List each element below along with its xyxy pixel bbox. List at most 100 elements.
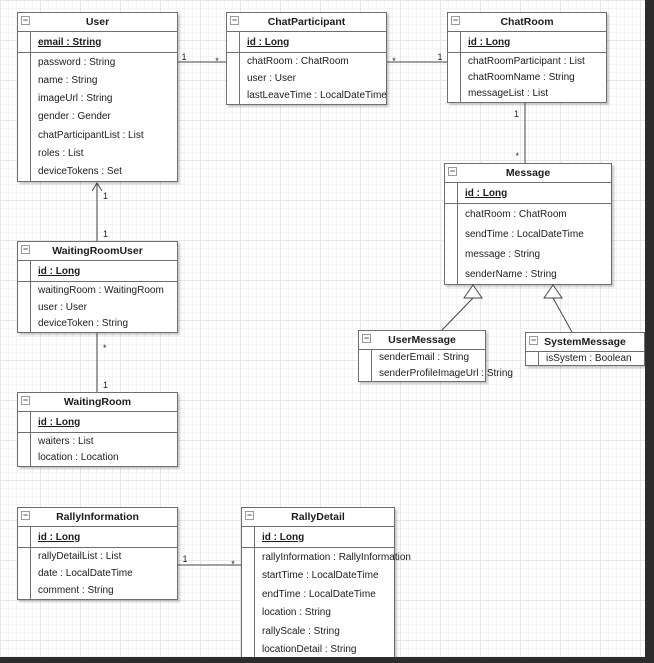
attribute-row[interactable]: rallyInformation : RallyInformation [262,551,411,563]
multiplicity-label[interactable]: * [231,559,235,569]
class-name: ChatRoom [500,16,554,28]
primary-key-row[interactable]: id : Long [448,32,606,53]
class-name: Message [505,167,551,179]
class-title-bar: −UserMessage [359,331,485,350]
connection-waitingroomuser-waitingroom[interactable]: *1 [96,333,108,392]
multiplicity-label[interactable]: * [515,151,519,161]
connection-line[interactable] [552,297,573,333]
attribute-row[interactable]: waitingRoom : WaitingRoom [38,284,164,296]
attribute-row[interactable]: name : String [38,74,98,86]
attribute-row[interactable]: messageList : List [468,88,549,100]
attribute-row[interactable]: rallyScale : String [262,625,340,637]
multiplicity-label[interactable]: * [103,343,107,353]
attribute-row[interactable]: date : LocalDateTime [38,568,133,579]
attribute-row[interactable]: rallyDetailList : List [38,551,122,562]
attribute-row[interactable]: isSystem : Boolean [546,353,632,364]
open-arrowhead-icon [91,182,103,192]
attribute-row[interactable]: user : User [38,301,87,313]
attribute-row[interactable]: message : String [465,248,541,260]
attribute-row[interactable]: gender : Gender [38,111,111,123]
attribute-row[interactable]: chatParticipantList : List [38,129,144,141]
collapse-icon[interactable]: − [448,166,457,176]
class-box-chatroom[interactable]: − ChatRoom id : Long chatRoomParticipant : … [447,12,607,103]
class-title-bar: − WaitingRoom [18,393,177,412]
collapse-icon[interactable]: − [21,15,30,25]
collapse-icon[interactable]: − [362,333,371,343]
multiplicity-label[interactable]: 1 [514,109,519,119]
connection-line[interactable] [441,297,474,331]
attribute-row[interactable]: senderEmail : String [379,352,470,364]
connection-chatparticipant-chatroom[interactable]: *1 [387,52,447,66]
class-name: User [85,16,110,28]
attribute-row[interactable]: deviceTokens : Set [38,166,122,178]
primary-key-row[interactable]: email : String [18,32,177,53]
primary-key-row[interactable]: id : Long [18,261,177,282]
connection-rallyinformation-rallydetail[interactable]: 1* [178,554,241,569]
class-box-usermessage[interactable]: −UserMessage senderEmail : String senderPr… [358,330,513,382]
multiplicity-label[interactable]: * [215,56,219,66]
multiplicity-label[interactable]: 1 [181,52,186,62]
multiplicity-label[interactable]: 1 [103,229,108,239]
class-title-bar: − ChatRoom [448,13,606,32]
attribute-row[interactable]: waiters : List [38,435,94,447]
multiplicity-label[interactable]: 1 [182,554,187,564]
attribute-row[interactable]: lastLeaveTime : LocalDateTime [247,90,387,101]
attribute-row[interactable]: startTime : LocalDateTime [262,570,379,582]
collapse-icon[interactable]: − [451,15,460,25]
collapse-icon[interactable]: − [21,395,30,405]
attribute-row[interactable]: senderProfileImageUrl : String [379,367,513,379]
primary-key-row[interactable]: id : Long [242,527,394,548]
collapse-icon[interactable]: − [230,15,239,25]
attribute-row[interactable]: chatRoomName : String [468,71,575,83]
attribute-row[interactable]: locationDetail : String [262,644,357,656]
multiplicity-label[interactable]: 1 [103,191,108,201]
collapse-icon[interactable]: − [21,510,30,520]
class-box-waitingroom[interactable]: − WaitingRoom id : Long waiters : List locat… [17,392,178,467]
connection-waitingroomuser-user[interactable]: 11 [91,182,108,241]
attribute-row[interactable]: sendTime : LocalDateTime [465,228,584,240]
viewport-edge-right [645,0,654,663]
connection-user-chatparticipant[interactable]: 1* [178,52,226,66]
primary-key-row[interactable]: id : Long [445,183,611,204]
attribute-row[interactable]: chatRoomParticipant : List [468,55,585,67]
collapse-icon[interactable]: − [21,244,30,254]
class-box-user[interactable]: − User email : String password : String name… [17,12,178,182]
attribute-row[interactable]: roles : List [38,148,84,160]
primary-key-row[interactable]: id : Long [18,527,177,548]
attribute-row[interactable]: senderName : String [465,268,557,280]
attribute-row[interactable]: endTime : LocalDateTime [262,588,376,600]
attribute-row[interactable]: location : Location [38,452,119,464]
attribute-row[interactable]: imageUrl : String [38,93,113,105]
inheritance-triangle-icon [543,284,563,299]
class-attribute-section: senderEmail : String senderProfileImageUr… [359,350,513,381]
collapse-icon[interactable]: − [529,335,538,345]
attribute-row[interactable]: location : String [262,607,331,619]
connection-usermessage-message-inheritance[interactable] [441,284,483,331]
attribute-row[interactable]: user : User [247,73,296,84]
attribute-row[interactable]: comment : String [38,585,114,596]
class-box-message[interactable]: − Message id : Long chatRoom : ChatRoom send… [444,163,612,285]
viewport-edge-bottom [0,657,654,663]
attribute-row[interactable]: deviceToken : String [38,318,129,330]
multiplicity-label[interactable]: 1 [437,52,442,62]
primary-key-row[interactable]: id : Long [18,412,177,433]
collapse-icon[interactable]: − [245,510,254,520]
multiplicity-label[interactable]: * [392,56,396,66]
connection-chatroom-message[interactable]: 1* [514,103,526,163]
multiplicity-label[interactable]: 1 [103,380,108,390]
attribute-row[interactable]: chatRoom : ChatRoom [465,208,567,220]
class-title-bar: −ChatParticipant [227,13,386,32]
class-name: WaitingRoom [63,396,132,408]
class-attribute-section: id : Long waiters : List location : Locati… [18,412,177,466]
attribute-row[interactable]: password : String [38,56,116,68]
primary-key-row[interactable]: id : Long [227,32,386,53]
attribute-row[interactable]: chatRoom : ChatRoom [247,56,349,67]
connection-systemmessage-message-inheritance[interactable] [543,284,573,333]
